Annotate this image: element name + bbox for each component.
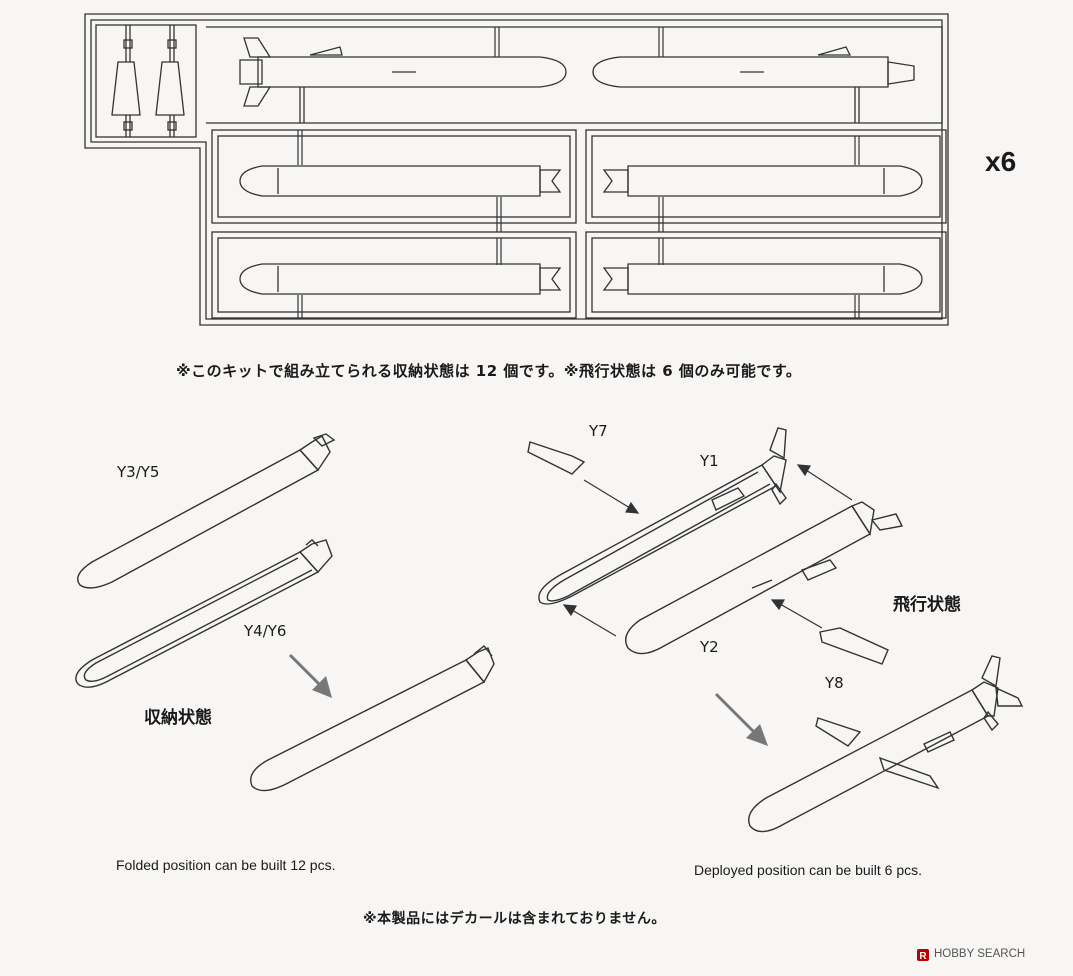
folded-shell-y4y6-open [75,539,333,688]
sprue-missile-top-right [592,46,915,123]
hobby-search-logo-icon: R [917,949,929,962]
arrow-y1-nose [562,604,617,637]
part-label-y8: Y8 [825,674,844,692]
deployed-missile-y2 [625,501,904,655]
sprue-missile-top-left [239,37,567,123]
assembly-note: ※このキットで組み立てられる収納状態は 12 個です。※飛行状態は 6 個のみ可… [176,362,802,380]
part-label-y7: Y7 [589,422,608,440]
fin-part-y7 [527,441,586,475]
part-label-y3y5: Y3/Y5 [117,463,160,481]
sprue-missile-row3-right [602,263,923,295]
arrow-y7 [583,479,640,514]
svg-text:R: R [919,951,927,962]
deployed-missile-assembled [748,655,1024,833]
part-label-y4y6: Y4/Y6 [244,622,287,640]
folded-missile-y3y5 [77,433,336,589]
part-label-y2: Y2 [700,638,719,656]
fin-part-y8 [819,627,889,665]
sprue-missile-row2-left [239,165,562,197]
folded-state-title: 収納状態 [144,708,212,728]
sprue-missile-row3-left [239,263,562,295]
sprue-fin-parts [111,25,185,137]
arrow-deployed [714,692,768,746]
decal-note: ※本製品にはデカールは含まれておりません。 [363,911,666,927]
deployed-state-title: 飛行状態 [893,595,961,615]
sprue-gates [297,27,860,318]
part-label-y1: Y1 [700,452,719,470]
deployed-shell-y1 [538,427,787,605]
folded-missile-assembled [250,645,495,792]
watermark-text: HOBBY SEARCH [934,948,1026,960]
multiplier-label: x6 [985,146,1017,177]
sprue-frame [84,13,949,326]
arrow-y8 [770,599,823,629]
deployed-caption: Deployed position can be built 6 pcs. [694,862,923,878]
arrow-folded [288,653,332,698]
arrow-y1-tail [796,464,853,501]
folded-caption: Folded position can be built 12 pcs. [116,857,336,873]
sprue-missile-row2-right [602,165,923,197]
